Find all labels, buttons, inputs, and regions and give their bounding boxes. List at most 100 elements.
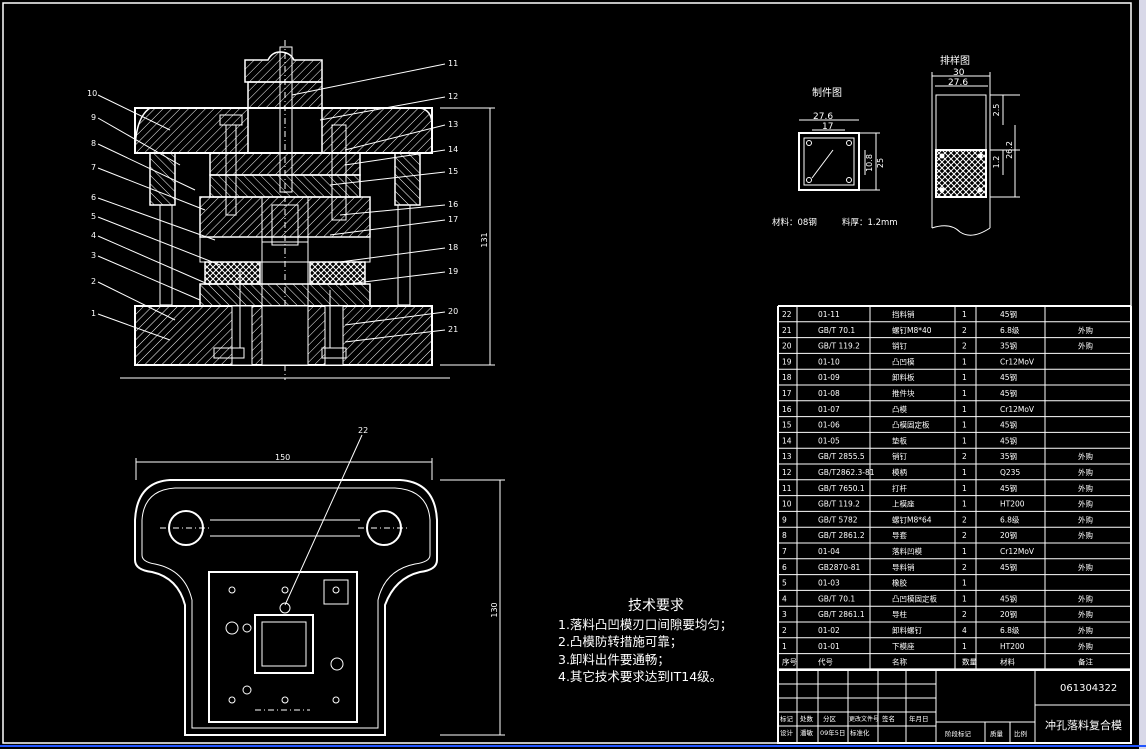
bom-cell: GB/T 70.1 xyxy=(818,594,855,603)
bom-cell: 导柱 xyxy=(892,609,907,619)
leader-4: 4 xyxy=(91,231,96,240)
bom-cell: 6.8级 xyxy=(1000,514,1020,524)
bom-cell: 导套 xyxy=(892,530,907,540)
bom-cell: 4 xyxy=(962,626,967,635)
bom-cell: 01-04 xyxy=(818,547,840,556)
bom-cell: 外购 xyxy=(1078,451,1093,461)
bom-header: 代号 xyxy=(818,657,833,667)
tech-item-2: 2.凸模防转措施可靠； xyxy=(558,634,683,649)
bom-cell: GB/T 119.2 xyxy=(818,342,860,351)
bom-cell: 2 xyxy=(962,531,967,540)
bom-cell: 上模座 xyxy=(892,499,915,509)
bom-cell: GB2870-81 xyxy=(818,563,861,572)
bom-cell: 1 xyxy=(962,373,967,382)
bom-cell: 1 xyxy=(782,642,787,651)
bom-cell: 01-06 xyxy=(818,421,840,430)
leader-7: 7 xyxy=(91,163,96,172)
bom-cell: 外购 xyxy=(1078,641,1093,651)
leader-labels: 10 9 8 7 6 5 4 3 2 1 11 12 13 14 15 16 1… xyxy=(87,59,458,435)
bom-cell: 21 xyxy=(782,326,792,335)
leader-9: 9 xyxy=(91,113,96,122)
bom-cell: 35钢 xyxy=(1000,451,1017,461)
bom-cell: 11 xyxy=(782,484,792,493)
tb-date: 年月日 xyxy=(909,714,929,723)
bom-cell: 外购 xyxy=(1078,530,1093,540)
bom-cell: 6.8级 xyxy=(1000,325,1020,335)
bom-cell: 外购 xyxy=(1078,499,1093,509)
leader-20: 20 xyxy=(448,307,458,316)
bom-cell: 2 xyxy=(962,610,967,619)
bom-cell: 2 xyxy=(962,563,967,572)
bom-cell: 45钢 xyxy=(1000,562,1017,572)
part-dim-w2: 17 xyxy=(822,122,833,132)
leader-14: 14 xyxy=(448,145,458,154)
bom-cell: 1 xyxy=(962,594,967,603)
bom-cell: 外购 xyxy=(1078,483,1093,493)
tb-zone: 分区 xyxy=(823,714,837,723)
part-dim-h1: 10.8 xyxy=(865,154,874,172)
tb-standard: 标准化 xyxy=(850,728,870,737)
part-dim-h2: 25 xyxy=(876,158,885,168)
strip-title: 排样图 xyxy=(940,54,970,67)
bom-header: 备注 xyxy=(1078,657,1094,667)
technical-requirements: 技术要求 1.落料凸凹模刃口间隙要均匀； 2.凸模防转措施可靠； 3.卸料出件要… xyxy=(558,598,732,686)
leader-16: 16 xyxy=(448,200,458,209)
bom-cell: 4 xyxy=(782,594,787,603)
bom-cell: 1 xyxy=(962,421,967,430)
bom-cell: 01-08 xyxy=(818,389,840,398)
bom-cell: 外购 xyxy=(1078,609,1093,619)
bom-header: 数量 xyxy=(962,657,977,667)
bom-cell: 12 xyxy=(782,468,792,477)
bom-cell: 外购 xyxy=(1078,562,1093,572)
leader-21: 21 xyxy=(448,325,458,334)
bom-cell: GB/T 2861.1 xyxy=(818,610,865,619)
drawing-name: 冲孔落料复合模 xyxy=(1045,718,1122,732)
bom-cell: 6.8级 xyxy=(1000,625,1020,635)
bom-cell: 01-01 xyxy=(818,642,840,651)
bom-cell: 销钉 xyxy=(892,451,907,461)
tb-design: 设计 xyxy=(780,728,794,737)
part-dim-w1: 27.6 xyxy=(813,112,833,122)
bom-cell: 20钢 xyxy=(1000,530,1017,540)
bom-cell: 8 xyxy=(782,531,787,540)
tb-mark: 标记 xyxy=(780,714,794,723)
bom-cell: 45钢 xyxy=(1000,372,1017,382)
tb-scale: 比例 xyxy=(1014,729,1027,738)
leader-10: 10 xyxy=(87,89,97,98)
part-title: 制件图 xyxy=(812,86,842,99)
bom-header: 序号 xyxy=(782,657,797,667)
bom-cell: 打杆 xyxy=(892,483,907,493)
bom-cell: 01-09 xyxy=(818,373,840,382)
bom-cell: 2 xyxy=(962,452,967,461)
title-block: 061304322 冲孔落料复合模 标记 处数 分区 更改文件号 签名 年月日 … xyxy=(777,669,1132,744)
strip-layout: 排样图 30 27.6 2.5 1.2 26.2 xyxy=(931,54,1020,236)
bom-cell: 13 xyxy=(782,452,792,461)
bom-cell: 2 xyxy=(962,326,967,335)
bom-cell: 45钢 xyxy=(1000,483,1017,493)
bom-cell: 45钢 xyxy=(1000,593,1017,603)
bom-cell: 1 xyxy=(962,579,967,588)
bom-cell: 01-10 xyxy=(818,357,840,366)
bom-cell: 凸凹模 xyxy=(892,356,915,366)
leader-3: 3 xyxy=(91,251,96,260)
bom-cell: 35钢 xyxy=(1000,341,1017,351)
bom-cell: GB/T 70.1 xyxy=(818,326,855,335)
tb-stage: 阶段标记 xyxy=(945,729,972,738)
bom-cell: 1 xyxy=(962,484,967,493)
bom-cell: 01-05 xyxy=(818,436,840,445)
leader-8: 8 xyxy=(91,139,96,148)
bom-cell: 模柄 xyxy=(892,467,907,477)
leader-22: 22 xyxy=(358,426,368,435)
bom-cell: 凸凹模固定板 xyxy=(892,593,937,603)
bom-cell: 01-02 xyxy=(818,626,840,635)
bom-cell: 6 xyxy=(782,563,787,572)
tb-change: 更改文件号 xyxy=(849,715,879,723)
bom-header: 材料 xyxy=(1000,657,1015,667)
bom-cell: 5 xyxy=(782,579,787,588)
bom-cell: 2 xyxy=(962,515,967,524)
bom-cell: 橡胶 xyxy=(892,578,907,588)
leader-11: 11 xyxy=(448,59,458,68)
bom-cell: 45钢 xyxy=(1000,435,1017,445)
